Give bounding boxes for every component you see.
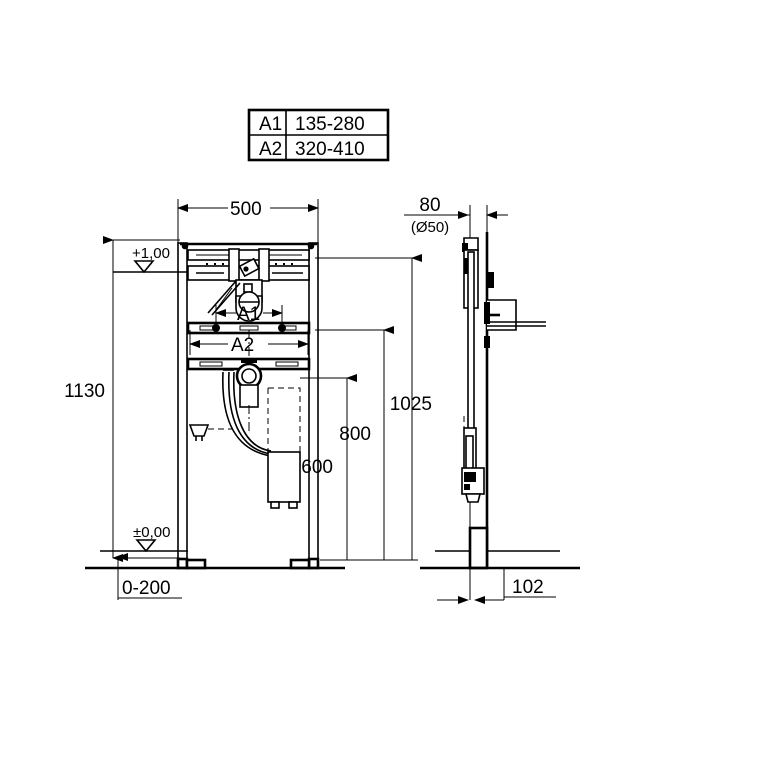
level-label-datum: ±0,00 <box>133 524 170 541</box>
level-label-upper: +1,00 <box>132 245 170 262</box>
upright-right <box>308 242 319 560</box>
dimension-a1: A1 <box>215 304 283 325</box>
side-profile <box>461 232 546 570</box>
stud-bracket-right <box>258 248 270 282</box>
dimension-floor-clearance: 0-200 <box>117 553 182 600</box>
dimension-1025: 1025 <box>315 254 432 560</box>
table-cell-range-a2: 320-410 <box>295 139 365 160</box>
level-upper-triangle <box>133 260 155 274</box>
dim-label-600: 600 <box>301 457 333 478</box>
flush-box-foot-left <box>270 501 280 509</box>
rail-lower-slot-a <box>199 361 223 367</box>
trap-pipe-mid <box>228 371 272 455</box>
supply-pipe-a <box>207 280 237 314</box>
reference-table: A1 135-280 A2 320-410 <box>247 108 390 162</box>
dim-label-width: 500 <box>230 199 262 220</box>
wall-bracket-detail <box>188 424 232 441</box>
corner-node-right <box>307 242 315 250</box>
carrier-perforations <box>206 263 293 265</box>
side-leg <box>468 526 489 570</box>
carrier-bar-upper <box>187 249 310 261</box>
rail-lower-clamp <box>241 358 257 363</box>
side-valve-port <box>464 484 470 490</box>
drain-neck <box>239 384 259 408</box>
corner-node-left <box>181 242 189 250</box>
bracket-plate <box>188 424 210 437</box>
rail-upper-slot-a <box>199 325 215 331</box>
drain-fitting <box>235 362 263 408</box>
level-datum-triangle <box>135 539 157 553</box>
trap-pipe-inner <box>232 371 272 452</box>
dim-label-height: 1130 <box>64 381 105 402</box>
dim-label-outlet-diameter: (Ø50) <box>411 219 449 236</box>
drain-bore <box>241 368 257 384</box>
dim-label-a1: A1 <box>237 304 260 325</box>
dim-label-floor-clearance: 0-200 <box>122 578 171 599</box>
dim-label-a2: A2 <box>231 335 254 356</box>
dim-label-102: 102 <box>512 577 544 598</box>
level-marker-upper: +1,00 <box>113 245 188 274</box>
foot-right-post <box>307 557 320 570</box>
siphon-trap <box>222 369 272 457</box>
side-valve-core <box>464 472 476 482</box>
dim-label-80: 80 <box>419 195 440 216</box>
side-tab-upper <box>487 272 494 288</box>
flush-box-body <box>267 451 301 503</box>
upright-left <box>177 242 188 560</box>
flush-box <box>267 387 301 509</box>
side-tab-middle <box>484 336 490 348</box>
rail-upper-slot-b <box>239 325 259 331</box>
rail-upper-fixing-left <box>212 324 220 332</box>
dim-label-1025: 1025 <box>390 394 432 415</box>
dimension-outlet-80: 80 (Ø50) <box>404 195 508 245</box>
foot-left-post <box>176 557 189 570</box>
dimension-800: 800 <box>315 326 394 560</box>
level-marker-datum: ±0,00 <box>100 524 188 553</box>
side-bracket-mount <box>484 302 490 324</box>
dimension-depth-102: 102 <box>437 568 556 604</box>
stud-bracket-left <box>228 248 240 282</box>
supply-pipe-c <box>215 287 233 311</box>
dimension-width-500: 500 <box>177 199 319 243</box>
table-cell-code-a2: A2 <box>259 139 282 160</box>
dim-label-800: 800 <box>339 424 371 445</box>
rail-lower-slot-b <box>275 361 299 367</box>
mounting-hardware-assembly <box>187 248 310 322</box>
table-cell-range-a1: 135-280 <box>295 114 365 135</box>
table-cell-code-a1: A1 <box>259 114 282 135</box>
fixture-body-square <box>243 283 253 293</box>
trap-pipe-outer <box>222 371 272 457</box>
rail-upper-fixing-right <box>278 324 286 332</box>
dimension-height-1130: 1130 <box>64 236 180 562</box>
flush-box-foot-right <box>288 501 298 509</box>
valve-body <box>238 257 260 278</box>
side-valve-outlet <box>464 493 482 503</box>
dimension-600: 600 <box>300 374 357 560</box>
flush-box-hidden-outline <box>268 387 301 452</box>
dimension-a2: A2 <box>189 330 309 356</box>
side-upper-clamp <box>464 258 470 274</box>
